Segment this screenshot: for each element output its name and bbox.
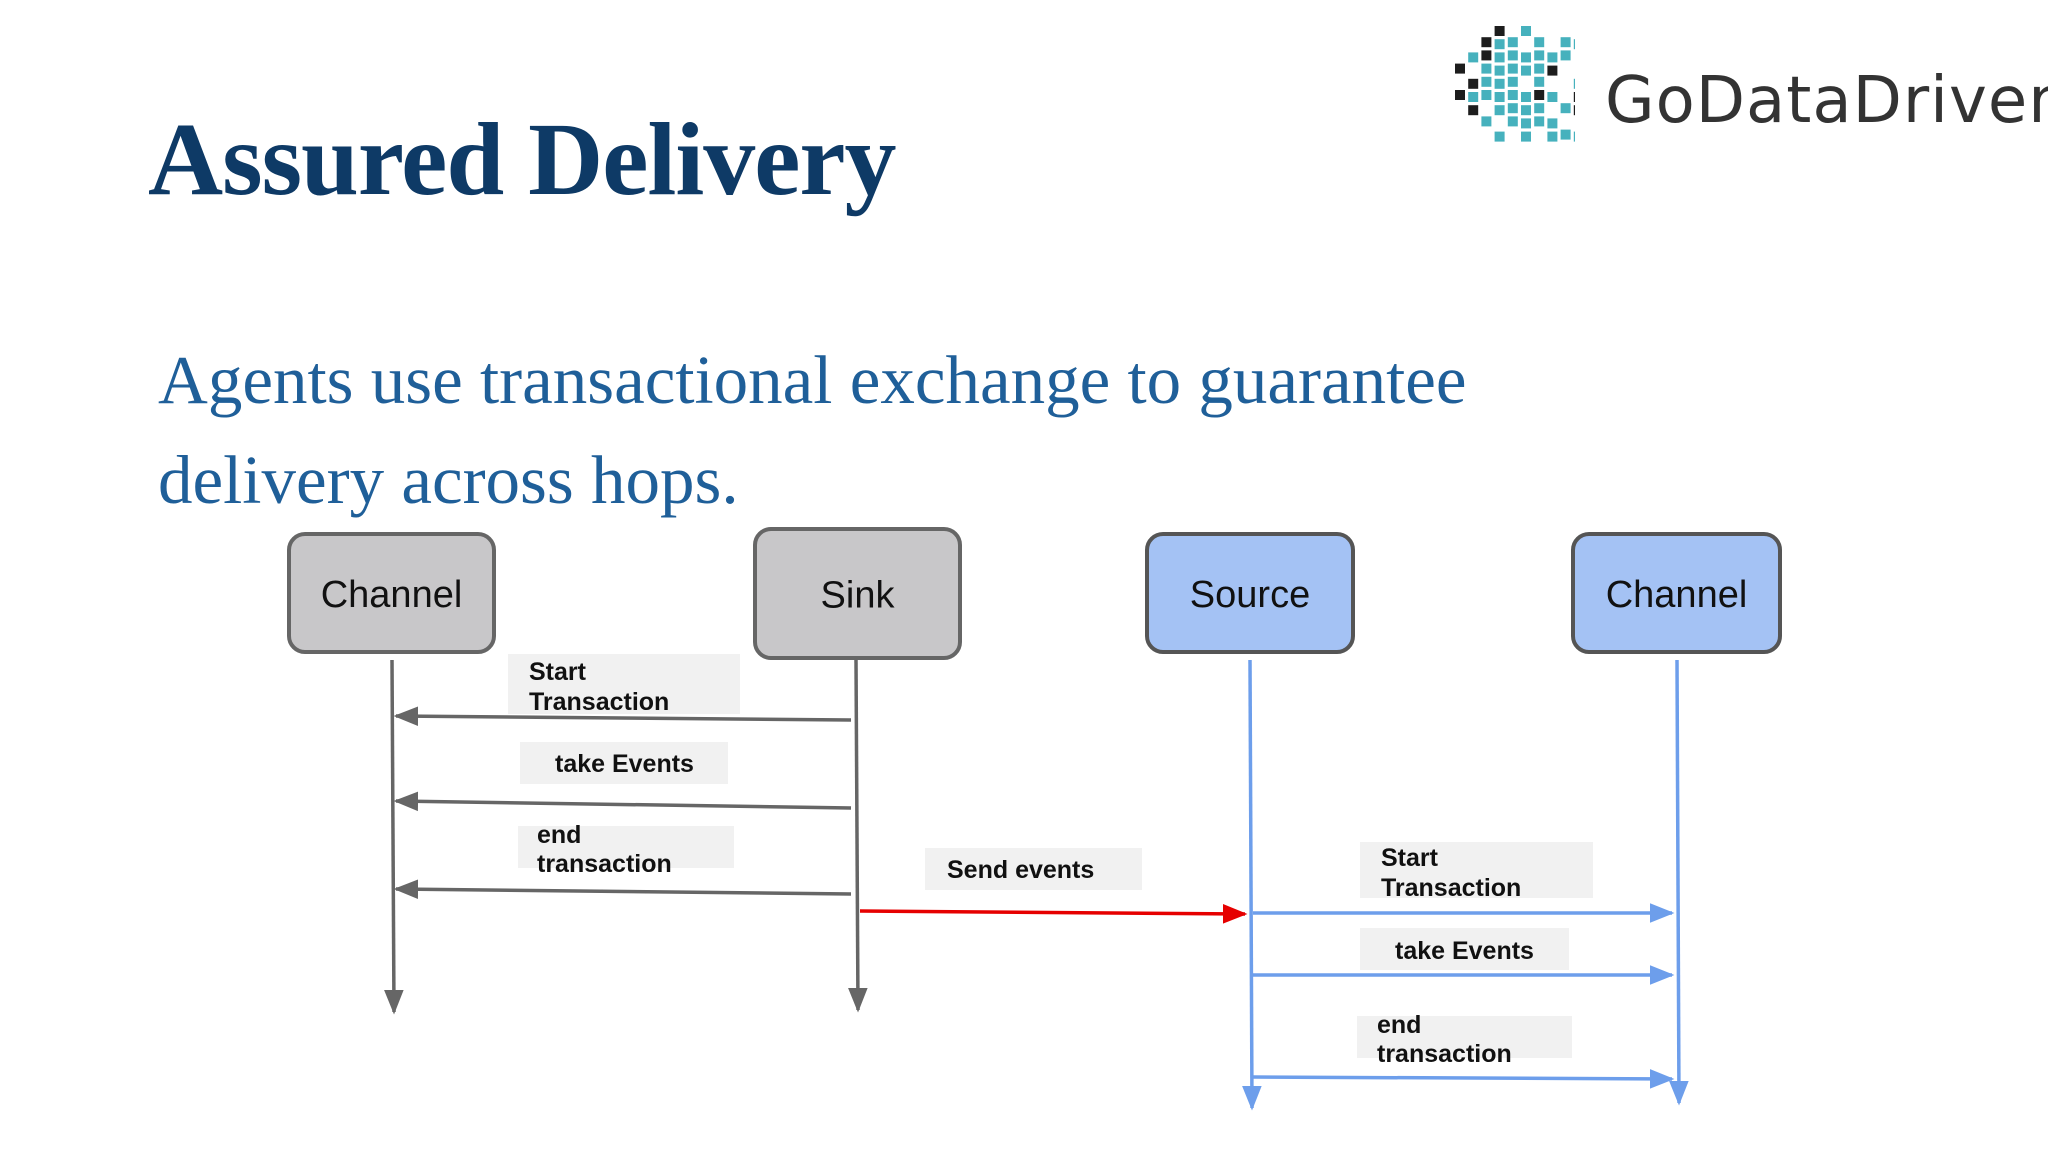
message-label: take Events — [555, 750, 694, 778]
message-label: transaction — [537, 850, 672, 878]
logo-pixel — [1573, 92, 1575, 102]
logo-pixel — [1534, 76, 1545, 87]
logo-pixel — [1507, 50, 1518, 61]
logo-pixel — [1521, 118, 1531, 129]
logo-pixel — [1547, 65, 1558, 76]
message-arrow — [1252, 1069, 1675, 1089]
logo-pixel — [1573, 39, 1575, 50]
channel-left-lifeline — [384, 659, 404, 1015]
source-lifeline — [1242, 659, 1262, 1111]
message-label-bg — [1360, 842, 1593, 898]
logo-pixel — [1573, 78, 1575, 89]
message-label: transaction — [1377, 1040, 1512, 1068]
logo-pixel — [1468, 105, 1479, 116]
logo-pixel — [1494, 52, 1505, 63]
message-label: end — [537, 821, 581, 849]
brand-logo: GoDataDriven — [1455, 22, 2048, 167]
message-label: Start — [529, 658, 587, 686]
logo-pixel — [1560, 37, 1571, 48]
logo-pixel — [1534, 90, 1545, 100]
logo-pixel — [1521, 52, 1531, 63]
message-label-bg — [1360, 928, 1569, 970]
logo-pixel — [1560, 129, 1571, 140]
logo-pixel — [1521, 65, 1531, 76]
logo-pixel — [1507, 90, 1518, 100]
logo-pixel — [1534, 63, 1545, 74]
logo-pixel — [1507, 37, 1518, 48]
logo-pixel — [1494, 92, 1505, 102]
logo-pixel — [1494, 78, 1505, 89]
logo-pixel — [1534, 50, 1545, 61]
logo-pixel — [1507, 63, 1518, 74]
logo-pixel — [1494, 65, 1505, 76]
channel-right-label: Channel — [1606, 574, 1748, 616]
logo-pixel — [1455, 90, 1465, 100]
logo-pixel — [1494, 105, 1505, 116]
message-label-bg — [520, 742, 728, 784]
source-label: Source — [1190, 574, 1310, 616]
channel-left-label: Channel — [321, 574, 463, 616]
logo-pixel — [1573, 105, 1575, 116]
message-label: end — [1377, 1011, 1421, 1039]
subtitle-line-1: Agents use transactional exchange to gua… — [158, 342, 1467, 418]
source-box — [1145, 532, 1355, 654]
channel-right-box — [1571, 532, 1782, 654]
logo-pixel — [1481, 116, 1492, 127]
logo-pixel — [1468, 92, 1479, 102]
slide-title: Assured Delivery — [148, 102, 897, 217]
logo-pixel — [1507, 76, 1518, 87]
logo-pixel — [1560, 103, 1571, 114]
sink-lifeline — [848, 659, 868, 1013]
brand-name: GoDataDriven — [1605, 64, 2048, 138]
message-label: Start — [1381, 844, 1439, 872]
logo-pixel — [1468, 52, 1479, 63]
logo-pixel — [1481, 37, 1492, 48]
logo-pixel — [1494, 39, 1505, 50]
logo-pixel — [1560, 50, 1571, 61]
message-label-bg — [518, 826, 734, 868]
message-label-bg — [925, 848, 1142, 890]
channel-left-box — [287, 532, 496, 654]
logo-pixel — [1507, 116, 1518, 127]
logo-pixel — [1547, 92, 1558, 102]
message-arrow — [393, 791, 852, 812]
sink-box — [753, 527, 962, 660]
slide-subtitle: Agents use transactional exchange to gua… — [158, 330, 1558, 530]
message-arrow — [859, 904, 1248, 924]
logo-pixel — [1547, 52, 1558, 63]
message-label-bg — [1357, 1016, 1572, 1058]
channel-right-lifeline — [1669, 659, 1689, 1106]
message-label: Transaction — [1381, 874, 1521, 902]
logo-pixel — [1547, 118, 1558, 129]
logo-pixel — [1468, 78, 1479, 89]
message-label: take Events — [1395, 937, 1534, 965]
logo-pixel — [1573, 131, 1575, 142]
logo-pixel — [1534, 37, 1545, 48]
logo-pixel — [1481, 63, 1492, 74]
logo-pixel — [1507, 103, 1518, 114]
logo-pixel — [1481, 50, 1492, 61]
message-label: Transaction — [529, 688, 669, 716]
message-label: Send events — [947, 856, 1094, 884]
logo-pixel — [1521, 131, 1531, 142]
message-arrow — [393, 706, 852, 726]
logo-pixel — [1547, 131, 1558, 142]
logo-pixel — [1521, 92, 1531, 102]
subtitle-line-2: delivery across hops. — [158, 442, 739, 518]
logo-pixel — [1494, 26, 1505, 36]
logo-pixel — [1534, 103, 1545, 114]
logo-pixel — [1494, 131, 1505, 142]
logo-pixel — [1521, 26, 1531, 36]
message-arrow — [393, 879, 852, 900]
pixel-grid-logo-icon — [1455, 26, 1575, 142]
message-label-bg — [508, 654, 740, 714]
logo-pixel — [1481, 90, 1492, 100]
logo-pixel — [1534, 116, 1545, 127]
logo-pixel — [1455, 63, 1465, 74]
sink-label: Sink — [821, 575, 896, 617]
logo-pixel — [1521, 105, 1531, 116]
logo-pixel — [1481, 76, 1492, 87]
